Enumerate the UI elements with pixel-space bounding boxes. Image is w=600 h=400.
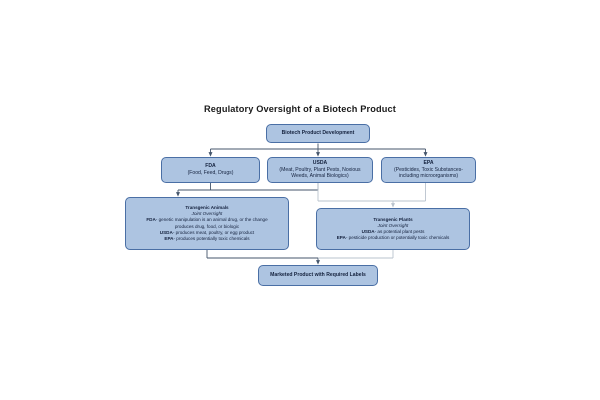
node-transgenic-plants[interactable]: Transgenic Plants Joint Oversight USDA- …	[316, 208, 470, 250]
node-plants-subtitle: Joint Oversight	[377, 222, 409, 228]
node-fda[interactable]: FDA (Food, Feed, Drugs)	[161, 157, 260, 183]
node-epa-subtitle-line2: including microorganisms)	[398, 173, 459, 180]
criterion-agency: USDA	[159, 229, 173, 235]
criterion-agency: FDA	[146, 217, 156, 223]
criterion-text: - as potential plant pests	[374, 229, 425, 234]
page-title: Regulatory Oversight of a Biotech Produc…	[204, 104, 396, 114]
node-animals-criterion-row: FDA- genetic manipulation is an animal d…	[146, 217, 267, 223]
connector-agencies-to-animals	[176, 183, 319, 197]
node-epa-subtitle-line1: (Pesticides, Toxic Substances-	[394, 166, 463, 173]
criterion-text: - genetic manipulation is an animal drug…	[155, 217, 268, 223]
criterion-agency: USDA	[361, 229, 375, 234]
criterion-text: - produces potentially toxic chemicals	[173, 235, 250, 241]
node-fda-header: FDA	[205, 163, 216, 170]
node-animals-criterion-row: produces drug, food, or biologic	[175, 224, 239, 230]
node-root-label: Biotech Product Development	[281, 130, 355, 137]
node-transgenic-animals[interactable]: Transgenic Animals Joint Oversight FDA- …	[125, 197, 289, 250]
node-usda[interactable]: USDA (Meat, Poultry, Plant Pests, Noxiou…	[267, 157, 373, 183]
node-market-label: Marketed Product with Required Labels	[270, 272, 366, 279]
node-animals-criterion-row: EPA- produces potentially toxic chemical…	[164, 236, 249, 242]
node-usda-subtitle-line1: (Meat, Poultry, Plant Pests, Noxious	[279, 166, 361, 173]
node-usda-subtitle-line2: Weeds, Animal Biologics)	[291, 173, 349, 180]
node-plants-criterion-row: EPA- pesticide production or potentially…	[337, 235, 450, 241]
node-animals-header: Transgenic Animals	[185, 205, 229, 211]
node-biotech-product-development[interactable]: Biotech Product Development	[266, 124, 370, 143]
connector-animals-to-market	[206, 250, 320, 265]
criterion-text: produces drug, food, or biologic	[174, 223, 240, 229]
node-animals-subtitle: Joint Oversight	[191, 211, 223, 217]
node-marketed-product[interactable]: Marketed Product with Required Labels	[258, 265, 378, 286]
node-plants-header: Transgenic Plants	[373, 216, 413, 222]
connector-root-to-agencies	[208, 143, 428, 157]
connector-plants-to-market	[318, 250, 394, 259]
criterion-text: - pesticide production or potentially to…	[345, 235, 450, 241]
node-usda-header: USDA	[312, 159, 328, 166]
node-fda-subtitle: (Food, Feed, Drugs)	[187, 170, 234, 176]
node-epa[interactable]: EPA (Pesticides, Toxic Substances- inclu…	[381, 157, 476, 183]
criterion-agency: EPA	[336, 235, 346, 241]
criterion-text: - produces meat, poultry, or egg product	[172, 229, 255, 235]
criterion-agency: EPA	[164, 235, 174, 241]
node-plants-criterion-row: USDA- as potential plant pests	[362, 229, 425, 235]
connector-agencies-to-plants	[317, 183, 426, 208]
node-epa-header: EPA	[423, 159, 434, 166]
node-animals-criterion-row: USDA- produces meat, poultry, or egg pro…	[160, 230, 254, 236]
